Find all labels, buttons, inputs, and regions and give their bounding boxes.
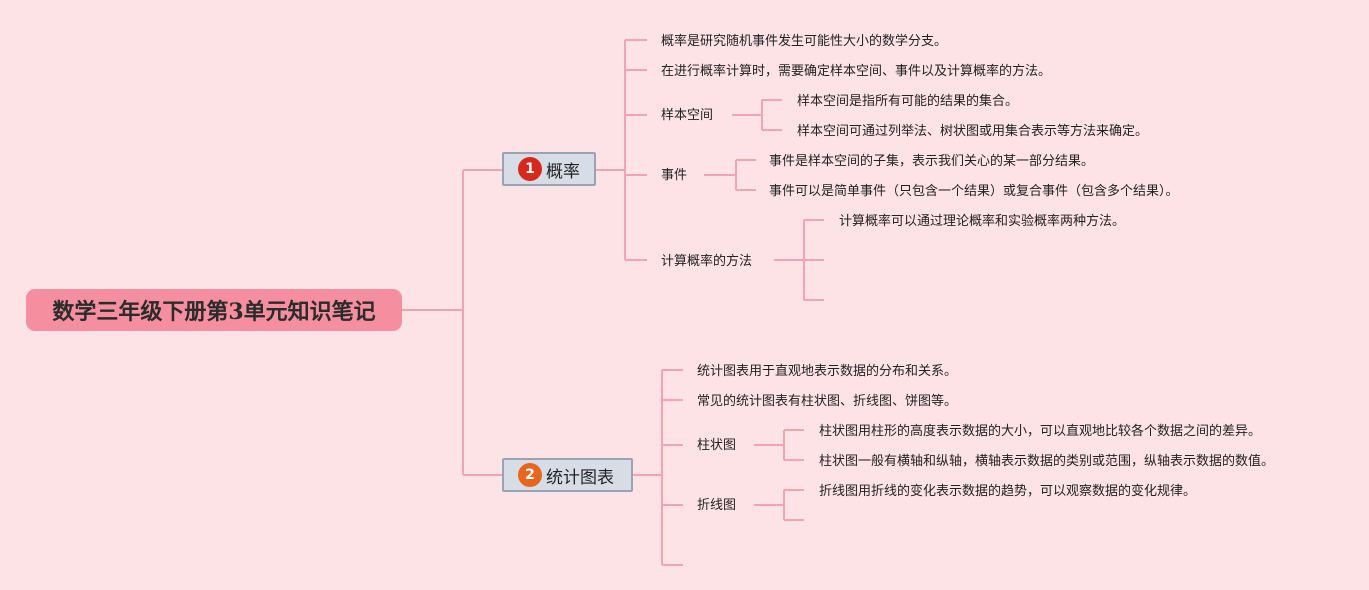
topic-item[interactable]: 事件: [661, 168, 688, 183]
subtopic-item[interactable]: 样本空间是指所有可能的结果的集合。: [797, 94, 1019, 109]
number-2-badge-icon: 2: [518, 463, 542, 487]
topic-item[interactable]: 计算概率的方法: [661, 254, 753, 269]
topic-item[interactable]: 在进行概率计算时，需要确定样本空间、事件以及计算概率的方法。: [661, 64, 1052, 79]
branch-statistical-charts[interactable]: 2 统计图表: [502, 458, 633, 492]
topic-item[interactable]: 统计图表用于直观地表示数据的分布和关系。: [697, 364, 958, 379]
subtopic-item[interactable]: 计算概率可以通过理论概率和实验概率两种方法。: [839, 214, 1126, 229]
subtopic-item[interactable]: 柱状图一般有横轴和纵轴，横轴表示数据的类别或范围，纵轴表示数据的数值。: [819, 454, 1275, 469]
topic-item[interactable]: 样本空间: [661, 108, 714, 123]
subtopic-item[interactable]: 事件是样本空间的子集，表示我们关心的某一部分结果。: [769, 154, 1095, 169]
branch-label: 概率: [546, 161, 580, 182]
subtopic-item[interactable]: 柱状图用柱形的高度表示数据的大小，可以直观地比较各个数据之间的差异。: [819, 424, 1262, 439]
branch-probability[interactable]: 1 概率: [502, 152, 596, 186]
root-topic[interactable]: 数学三年级下册第3单元知识笔记: [26, 289, 402, 331]
topic-item[interactable]: 折线图: [697, 498, 737, 513]
topic-item[interactable]: 常见的统计图表有柱状图、折线图、饼图等。: [697, 394, 958, 409]
subtopic-item[interactable]: 事件可以是简单事件（只包含一个结果）或复合事件（包含多个结果）。: [769, 184, 1179, 199]
topic-item[interactable]: 概率是研究随机事件发生可能性大小的数学分支。: [661, 34, 948, 49]
number-1-badge-icon: 1: [518, 157, 542, 181]
root-topic-label: 数学三年级下册第3单元知识笔记: [52, 299, 376, 325]
subtopic-item[interactable]: 折线图用折线的变化表示数据的趋势，可以观察数据的变化规律。: [819, 484, 1197, 499]
subtopic-item[interactable]: 样本空间可通过列举法、树状图或用集合表示等方法来确定。: [797, 124, 1149, 139]
topic-item[interactable]: 柱状图: [697, 438, 737, 453]
branch-label: 统计图表: [546, 467, 614, 488]
